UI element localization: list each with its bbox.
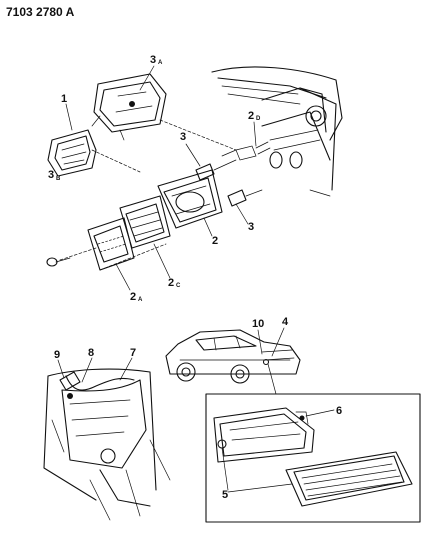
- diagram-code: 7103 2780 A: [6, 5, 75, 19]
- svg-text:3: 3: [48, 169, 54, 181]
- svg-text:7: 7: [130, 347, 136, 359]
- underhood-wiring-view: [43, 368, 171, 521]
- bottom-left-callouts: 9 8 7: [54, 347, 136, 383]
- vehicle-callouts: 10 4: [252, 316, 289, 357]
- svg-text:3: 3: [180, 131, 186, 143]
- svg-text:2: 2: [248, 110, 254, 122]
- svg-text:4: 4: [282, 316, 289, 328]
- svg-text:2: 2: [212, 235, 218, 247]
- top-headlamp-assembly: [46, 66, 343, 271]
- headlamp-bulb: [47, 129, 97, 177]
- upper-retainer-bracket: [91, 73, 167, 141]
- side-marker-detail-inset: [205, 393, 421, 523]
- top-callouts: 3 A 1 3 B 2 D 3 3 2 2 C 2 A: [48, 54, 261, 303]
- svg-text:B: B: [56, 176, 61, 182]
- side-marker-housing: [213, 407, 315, 463]
- svg-text:8: 8: [88, 347, 94, 359]
- svg-text:D: D: [256, 116, 261, 122]
- inset-callouts: 6 5: [221, 405, 342, 501]
- retaining-screw: [46, 257, 71, 267]
- svg-text:A: A: [138, 297, 143, 303]
- svg-text:2: 2: [130, 291, 136, 303]
- svg-text:3: 3: [150, 54, 156, 66]
- svg-text:10: 10: [252, 318, 264, 330]
- svg-text:A: A: [158, 60, 163, 66]
- sealed-beam-lamp: [87, 217, 135, 271]
- vehicle-side-view: [165, 329, 301, 395]
- svg-text:9: 9: [54, 349, 60, 361]
- svg-text:5: 5: [222, 489, 228, 501]
- side-marker-lens: [285, 451, 413, 507]
- headlamp-bezel: [119, 195, 171, 249]
- headlamp-housing: [157, 169, 223, 229]
- svg-text:1: 1: [61, 93, 67, 105]
- svg-text:3: 3: [248, 221, 254, 233]
- svg-text:C: C: [176, 283, 181, 289]
- svg-text:6: 6: [336, 405, 342, 417]
- adjusting-screws: [195, 141, 271, 207]
- svg-text:2: 2: [168, 277, 174, 289]
- vehicle-front-body: [211, 66, 343, 197]
